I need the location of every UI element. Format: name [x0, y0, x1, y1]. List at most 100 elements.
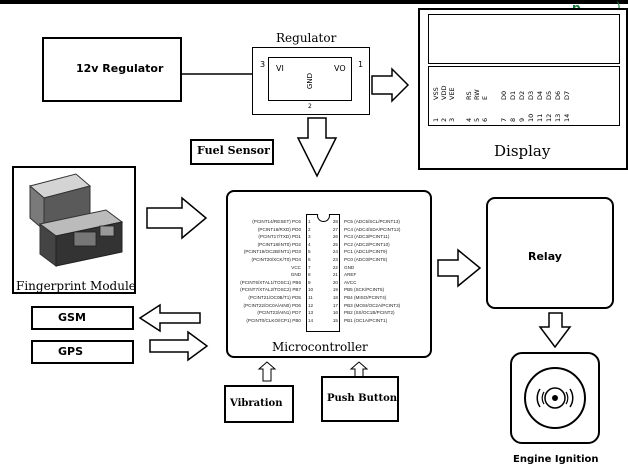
- arrow-microcontroller-to-gsm: [138, 303, 201, 333]
- microcontroller-label: Microcontroller: [272, 340, 368, 354]
- regulator-title: Regulator: [276, 31, 337, 45]
- chip-right-pin: PB3 (MOSI/OC2A/PCINT3): [344, 302, 401, 308]
- push-button-label: Push Button: [327, 393, 398, 404]
- gps-label: GPS: [58, 345, 84, 358]
- regulator-vo: VO: [334, 64, 346, 73]
- vibration-label: Vibration: [230, 398, 283, 409]
- gsm-label: GSM: [58, 311, 86, 324]
- display-pin-number: 12: [545, 113, 553, 122]
- fingerprint-device-icon: [28, 173, 124, 267]
- header-close: ): [616, 0, 621, 14]
- chip-left-pin-number: 7: [308, 264, 311, 270]
- vibration-block: [224, 385, 294, 423]
- chip-right-pin-number: 25: [332, 241, 338, 247]
- display-pin-name: VEE: [448, 87, 456, 100]
- display-pin-number: 10: [527, 113, 535, 122]
- display-pin-name: D6: [554, 90, 562, 100]
- arrow-relay-to-engine: [538, 312, 572, 349]
- arrow-regulator-to-microcontroller: [296, 117, 338, 178]
- chip-notch: [317, 214, 330, 222]
- display-pin-number: 3: [448, 117, 456, 122]
- chip-left-pin: (PCINT20/XCK/T0) PD4: [251, 257, 301, 262]
- chip-left-pin-number: 3: [308, 234, 311, 240]
- display-screen: [428, 14, 620, 64]
- display-pin-name: D4: [536, 90, 544, 100]
- chip-left-pin: (PCINT0/CLKO/ICP1) PB0: [246, 317, 301, 323]
- chip-left-pin: (PCINT18/INT0) PD2: [257, 241, 301, 247]
- gps-block: [31, 340, 134, 364]
- fuel-sensor-block: [190, 139, 274, 165]
- display-pin-name: D0: [500, 90, 508, 100]
- arrow-gps-to-microcontroller: [149, 330, 209, 362]
- engine-label: Engine Ignition: [513, 454, 599, 465]
- chip-left-pin-number: 1: [308, 219, 311, 224]
- chip-left-pin-number: 11: [308, 295, 313, 300]
- regulator-vi: VI: [276, 64, 284, 73]
- display-pin-area: [428, 66, 620, 126]
- display-label: Display: [494, 142, 551, 160]
- chip-left-pin: (PCINT21/OC0B/T1) PD5: [248, 295, 301, 300]
- display-pin-number: 11: [536, 113, 544, 122]
- regulator-12v-block: [42, 37, 182, 102]
- display-pin-name: D3: [527, 90, 535, 100]
- chip-right-pin: PC4 (ADC4/SDA/PCINT12): [344, 226, 401, 232]
- display-pin-name: D1: [509, 90, 517, 100]
- chip-right-pin-number: 17: [332, 302, 338, 308]
- chip-left-pin: (PCINT16/RXD) PD0: [257, 226, 301, 232]
- chip-left-pin-number: 8: [308, 272, 311, 278]
- display-pin-name: RS: [465, 91, 473, 100]
- display-pin-number: 1: [432, 117, 440, 122]
- chip-right-pin: PC0 (ADC0/PCINT8): [344, 257, 388, 262]
- display-pin-name: D7: [563, 90, 571, 100]
- chip-right-pin: PB2 (SS/OC1B/PCINT2): [344, 310, 395, 316]
- chip-right-pin-number: 21: [332, 272, 338, 278]
- chip-left-pin: VCC: [291, 264, 301, 270]
- chip-right-pin-number: 18: [332, 295, 338, 300]
- chip-right-pin-number: 23: [332, 257, 338, 262]
- arrow-fingerprint-to-microcontroller: [146, 196, 208, 240]
- arrow-regulator-to-display: [371, 67, 410, 103]
- chip-left-pin-number: 10: [308, 287, 314, 293]
- chip-right-pin: PC5 (ADC5/SCL/PCINT13): [344, 219, 400, 224]
- chip-right-pin: PC2 (ADC2/PCINT10): [344, 241, 390, 247]
- fuel-sensor-label: Fuel Sensor: [197, 144, 270, 157]
- chip-right-pin: PB1 (OC1A/PCINT1): [344, 317, 388, 323]
- display-pin-number: 6: [481, 117, 489, 122]
- microcontroller-chip: [306, 214, 340, 332]
- regulator-gnd: GND: [306, 73, 314, 90]
- chip-left-pin-number: 6: [308, 257, 311, 262]
- chip-right-pin: PC3 (ADC3/PCINT11): [344, 234, 390, 240]
- chip-right-pin-number: 19: [332, 287, 338, 293]
- chip-right-pin: PB4 (MISO/PCINT4): [344, 295, 387, 300]
- fingerprint-label: Fingerprint Module: [16, 279, 136, 293]
- display-pin-name: E: [481, 95, 489, 100]
- display-pin-number: 2: [440, 117, 448, 122]
- regulator-pin-3: 3: [260, 60, 266, 69]
- chip-right-pin: PB5 (SCK/PCINT5): [344, 287, 385, 293]
- chip-right-pin-number: 22: [332, 264, 338, 270]
- gsm-block: [31, 306, 134, 330]
- engine-ignition-icon: [524, 367, 586, 429]
- chip-left-pin-number: 9: [308, 279, 311, 285]
- chip-left-pin-number: 12: [308, 302, 314, 308]
- chip-right-pin: GND: [344, 264, 355, 270]
- chip-right-pin-number: 16: [332, 310, 338, 316]
- header-bar: [0, 0, 628, 4]
- display-pin-name: D2: [518, 90, 526, 100]
- display-pin-number: 8: [509, 117, 517, 122]
- chip-right-pin-number: 24: [332, 249, 338, 255]
- regulator-pin-1: 1: [358, 60, 364, 69]
- display-pin-number: 13: [554, 113, 562, 122]
- display-pin-number: 5: [473, 117, 481, 122]
- display-pin-number: 4: [465, 117, 473, 122]
- relay-label: Relay: [528, 250, 562, 263]
- regulator-chip: [268, 57, 352, 101]
- display-pin-name: VSS: [432, 87, 440, 100]
- chip-left-pin: (PCINT22/OC0A/AIN0) PD6: [243, 302, 301, 308]
- chip-left-pin: (PCINT17/TXD) PD1: [258, 234, 301, 240]
- chip-right-pin: PC1 (ADC1/PCINT9): [344, 249, 388, 255]
- regulator-pin-2: 2: [308, 103, 312, 110]
- chip-left-pin: (PCINT19/OC2B/INT1) PD3: [243, 249, 301, 255]
- chip-left-pin: (PCINT23/AIN1) PD7: [257, 310, 301, 316]
